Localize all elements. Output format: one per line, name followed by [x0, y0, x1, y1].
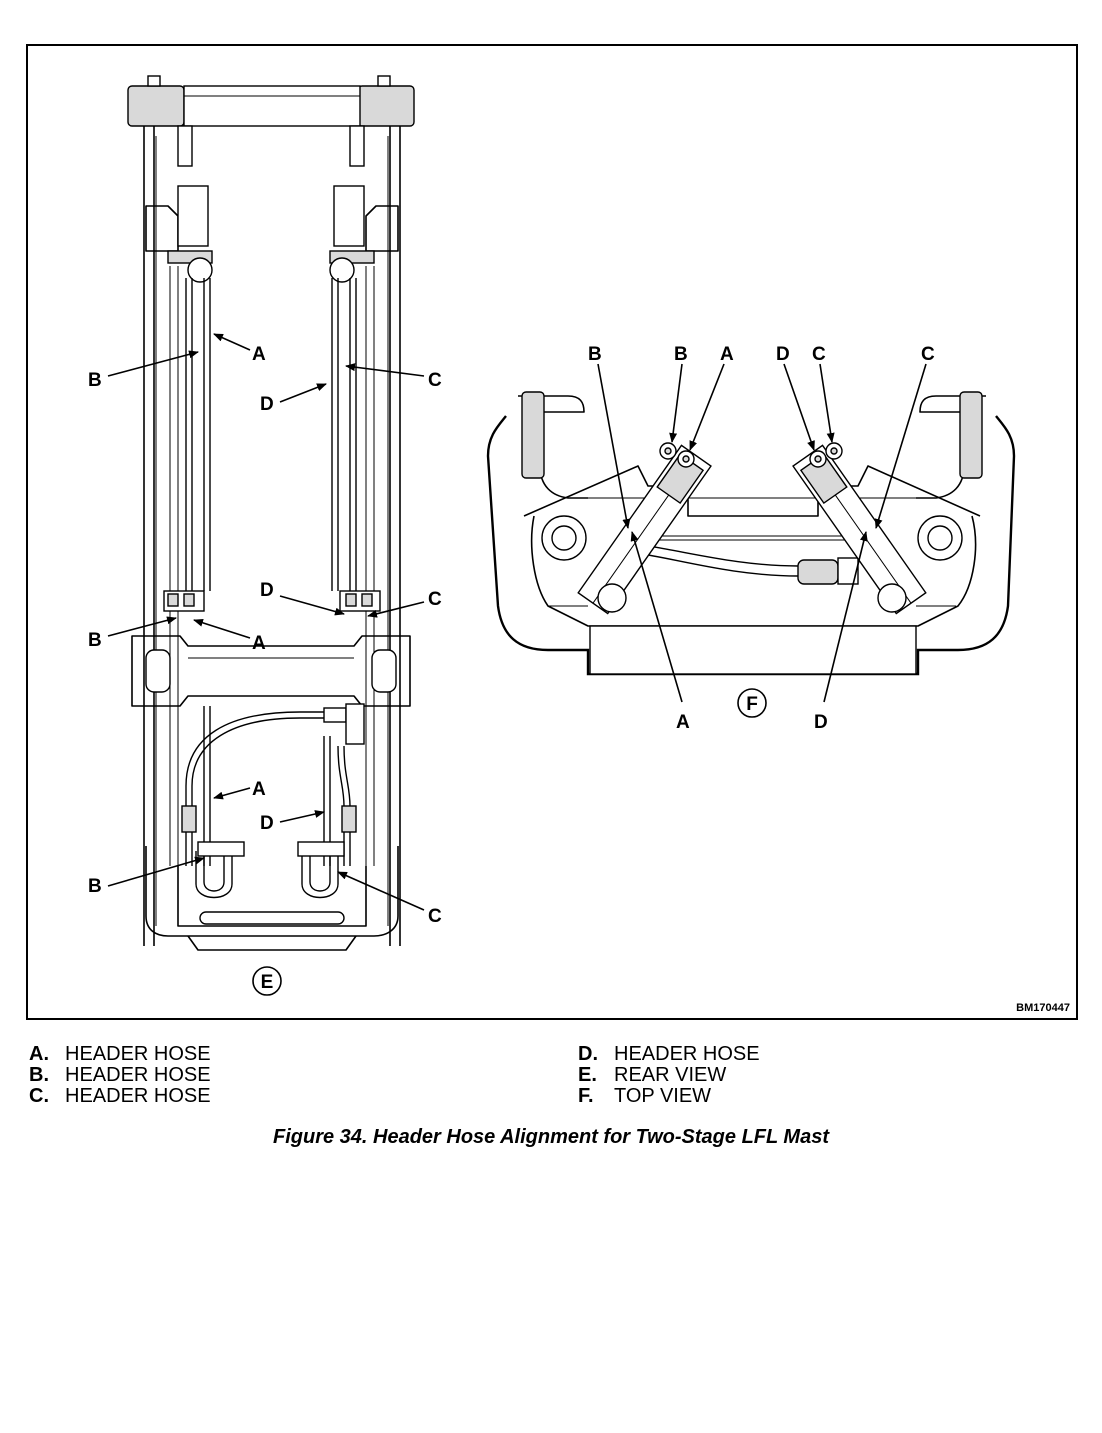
top-callout-b: B: [674, 344, 688, 365]
figure-code: BM170447: [1016, 1002, 1070, 1014]
rear-callout-c: C: [428, 906, 442, 927]
legend-text: HEADER HOSE: [65, 1043, 211, 1065]
callout-labels: A B D C D C B A A D B C B B A D C C A D: [88, 344, 935, 927]
top-callout-d: D: [814, 712, 828, 733]
legend-item: F. TOP VIEW: [578, 1086, 760, 1107]
rear-view-letter: E: [261, 972, 274, 993]
legend-item: D. HEADER HOSE: [578, 1044, 760, 1065]
legend-item: B. HEADER HOSE: [29, 1065, 211, 1086]
rear-callout-c: C: [428, 370, 442, 391]
rear-callout-a: A: [252, 344, 266, 365]
view-label-top: F: [737, 688, 767, 718]
legend-item: E. REAR VIEW: [578, 1065, 760, 1086]
figure-frame: A B D C D C B A A D B C B B A D C C A D …: [26, 44, 1078, 1020]
top-callout-c: C: [812, 344, 826, 365]
legend-text: TOP VIEW: [614, 1085, 712, 1107]
view-label-rear: E: [252, 966, 282, 996]
legend-key: A.: [29, 1043, 49, 1065]
top-callout-c: C: [921, 344, 935, 365]
legend-text: HEADER HOSE: [65, 1085, 211, 1107]
rear-callout-b: B: [88, 876, 102, 897]
rear-callout-d: D: [260, 813, 274, 834]
top-view-drawing: [486, 391, 1016, 676]
rear-callout-b: B: [88, 630, 102, 651]
legend-key: F.: [578, 1085, 594, 1107]
top-callout-d: D: [776, 344, 790, 365]
top-callout-b: B: [588, 344, 602, 365]
legend-key: D.: [578, 1043, 598, 1065]
mast-diagram: A B D C D C B A A D B C B B A D C C A D …: [88, 75, 1016, 996]
legend-column-left: A. HEADER HOSE B. HEADER HOSE C. HEADER HOS…: [29, 1044, 211, 1107]
legend-text: HEADER HOSE: [614, 1043, 760, 1065]
rear-callout-a: A: [252, 779, 266, 800]
rear-view-drawing: [127, 75, 415, 951]
callout-arrows: [107, 333, 927, 911]
top-callout-a: A: [720, 344, 734, 365]
legend-text: REAR VIEW: [614, 1064, 727, 1086]
legend-key: E.: [578, 1064, 597, 1086]
rear-callout-d: D: [260, 394, 274, 415]
legend-item: A. HEADER HOSE: [29, 1044, 211, 1065]
rear-callout-b: B: [88, 370, 102, 391]
figure-caption: Figure 34. Header Hose Alignment for Two…: [272, 1126, 829, 1148]
legend-key: C.: [29, 1085, 49, 1107]
rear-callout-a: A: [252, 633, 266, 654]
top-view-letter: F: [746, 694, 758, 715]
rear-callout-c: C: [428, 589, 442, 610]
legend-item: C. HEADER HOSE: [29, 1086, 211, 1107]
legend-column-right: D. HEADER HOSE E. REAR VIEW F. TOP VIEW: [578, 1044, 760, 1107]
legend-key: B.: [29, 1064, 49, 1086]
legend-text: HEADER HOSE: [65, 1064, 211, 1086]
top-callout-a: A: [676, 712, 690, 733]
rear-callout-d: D: [260, 580, 274, 601]
